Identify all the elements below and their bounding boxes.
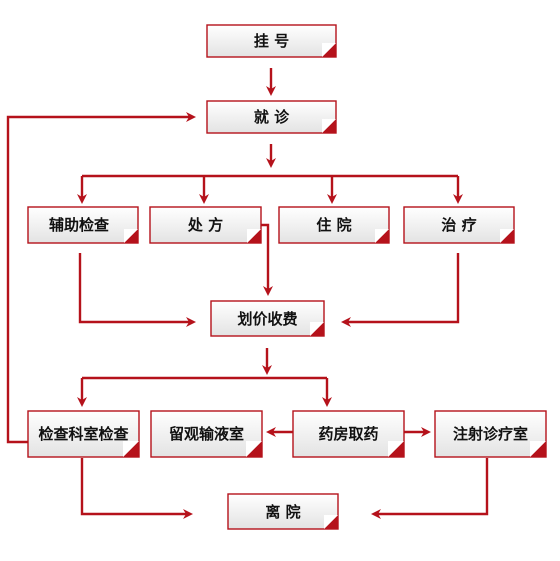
edge-treatment-to-billing	[341, 253, 460, 327]
node-injection-room: 注射诊疗室	[434, 410, 547, 458]
node-consult-label: 就 诊	[254, 108, 290, 126]
node-billing-label: 划价收费	[237, 310, 297, 328]
edge-aux-exam-to-billing	[78, 253, 196, 327]
node-pharmacy: 药房取药	[292, 410, 405, 458]
node-aux-exam-label: 辅助检查	[49, 216, 110, 234]
edge-dept-exam-back-to-consult	[6, 112, 196, 444]
edge-injection-room-to-discharge	[371, 458, 489, 519]
node-register: 挂 号	[206, 24, 337, 58]
node-prescription: 处 方	[149, 206, 262, 244]
node-aux-exam: 辅助检查	[27, 206, 139, 244]
flow-edges	[6, 68, 489, 519]
node-observation-infusion-label: 留观输液室	[169, 425, 244, 443]
node-billing: 划价收费	[210, 300, 325, 337]
node-prescription-label: 处 方	[187, 216, 223, 234]
node-discharge-label: 离 院	[265, 503, 300, 521]
node-consult: 就 诊	[206, 100, 337, 134]
node-dept-exam: 检查科室检查	[27, 410, 140, 458]
node-hospitalization-label: 住 院	[316, 216, 351, 234]
node-dept-exam-label: 检查科室检查	[38, 425, 129, 443]
edge-prescription-to-billing	[261, 223, 273, 296]
node-discharge: 离 院	[227, 493, 339, 530]
node-register-label: 挂 号	[254, 32, 289, 50]
node-pharmacy-label: 药房取药	[318, 425, 378, 443]
node-observation-infusion: 留观输液室	[150, 410, 263, 458]
edge-dept-exam-to-discharge	[80, 458, 193, 519]
node-treatment-label: 治 疗	[441, 216, 476, 234]
node-treatment: 治 疗	[403, 206, 515, 244]
node-hospitalization: 住 院	[278, 206, 390, 244]
node-injection-room-label: 注射诊疗室	[453, 425, 528, 443]
